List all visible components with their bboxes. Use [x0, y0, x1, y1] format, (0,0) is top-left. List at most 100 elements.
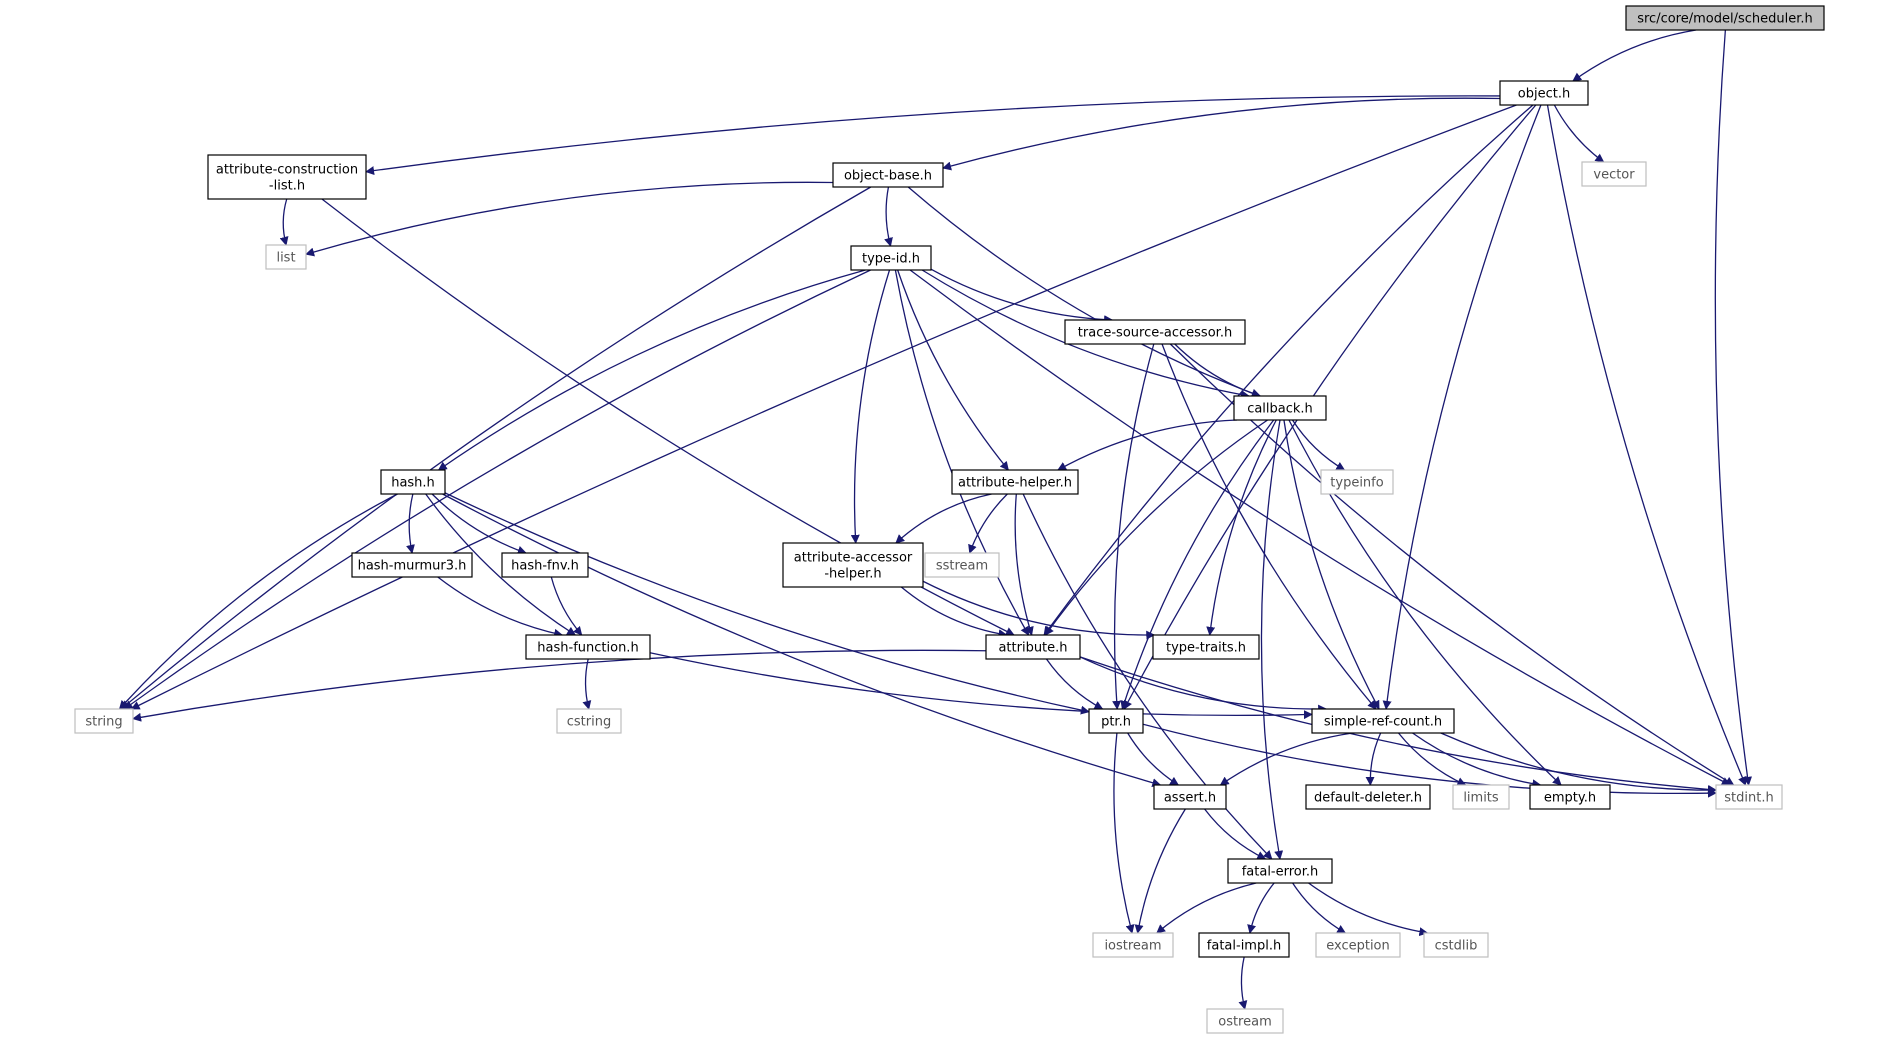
- edge-fnv-to-hashfn: [550, 576, 583, 636]
- node-box: [1715, 784, 1783, 810]
- node-vector: vector: [1581, 161, 1647, 187]
- edge-attracc-to-typetraits: [922, 580, 1156, 640]
- node-box: [1088, 708, 1144, 734]
- node-attrhelper[interactable]: attribute-helper.h: [951, 469, 1079, 495]
- node-typeid[interactable]: type-id.h: [850, 245, 932, 271]
- edge-typeid-to-hash: [437, 269, 866, 471]
- node-box: [951, 469, 1079, 495]
- node-label: string: [85, 715, 122, 730]
- node-fnv[interactable]: hash-fnv.h: [501, 552, 589, 578]
- node-hashfn[interactable]: hash-function.h: [525, 634, 651, 660]
- edge-object-to-attrcons: [365, 95, 1501, 176]
- node-attribute[interactable]: attribute.h: [985, 634, 1081, 660]
- node-sstream: sstream: [924, 552, 1000, 578]
- node-assert[interactable]: assert.h: [1153, 784, 1227, 810]
- node-scheduler[interactable]: src/core/model/scheduler.h: [1625, 5, 1825, 31]
- edge-scheduler-to-object: [1572, 29, 1697, 82]
- node-box: [1092, 932, 1174, 958]
- node-label: type-id.h: [862, 252, 920, 267]
- node-label: hash-murmur3.h: [358, 559, 467, 574]
- node-ptr[interactable]: ptr.h: [1088, 708, 1144, 734]
- node-box: [380, 469, 446, 495]
- edge-hashfn-to-srefcount: [649, 652, 1313, 720]
- edge-typeid-to-string: [123, 269, 871, 710]
- edge-object-to-attribute: [1043, 104, 1534, 636]
- node-callback[interactable]: callback.h: [1233, 395, 1327, 421]
- node-label: src/core/model/scheduler.h: [1637, 12, 1813, 27]
- node-box: [1233, 395, 1327, 421]
- node-label: ostream: [1218, 1015, 1272, 1030]
- node-attracc[interactable]: attribute-accessor-helper.h: [782, 542, 924, 588]
- node-box: [265, 244, 307, 270]
- node-exception: exception: [1315, 932, 1401, 958]
- edge-murmur-to-hashfn: [437, 576, 564, 638]
- node-label: iostream: [1104, 939, 1161, 954]
- node-hash[interactable]: hash.h: [380, 469, 446, 495]
- node-string: string: [74, 708, 134, 734]
- node-box: [74, 708, 134, 734]
- node-box: [1305, 784, 1431, 810]
- node-label: stdint.h: [1724, 791, 1773, 806]
- edge-objbase-to-callback: [907, 186, 1261, 398]
- node-box: [850, 245, 932, 271]
- edge-fatalerror-to-iostream: [1156, 882, 1257, 934]
- edge-object-to-vector: [1553, 104, 1605, 163]
- edge-object-to-ptr: [1123, 104, 1537, 710]
- edge-callback-to-typeinfo: [1291, 419, 1346, 471]
- node-murmur[interactable]: hash-murmur3.h: [351, 552, 473, 578]
- node-label: trace-source-accessor.h: [1078, 326, 1232, 341]
- edge-typeid-to-stdint: [909, 269, 1731, 786]
- node-empty[interactable]: empty.h: [1529, 784, 1611, 810]
- node-label: hash-fnv.h: [511, 559, 579, 574]
- node-label: hash-function.h: [537, 641, 638, 656]
- node-box: [1152, 634, 1260, 660]
- edge-callback-to-fatalerror: [1260, 419, 1284, 860]
- node-box: [1153, 784, 1227, 810]
- edge-ptr-to-iostream: [1113, 732, 1135, 934]
- edge-object-to-stdint: [1546, 104, 1747, 786]
- edge-typeid-to-attracc: [850, 269, 891, 544]
- edge-scheduler-to-stdint: [1714, 29, 1752, 786]
- node-box: [525, 634, 651, 660]
- node-box: [1311, 708, 1455, 734]
- node-srefcount[interactable]: simple-ref-count.h: [1311, 708, 1455, 734]
- edge-tsa-to-ptr: [1112, 343, 1155, 710]
- edge-srefcount-to-assert: [1219, 732, 1353, 786]
- edge-object-to-string: [130, 104, 1517, 710]
- node-fatalimpl[interactable]: fatal-impl.h: [1198, 932, 1290, 958]
- edge-tsa-to-srefcount: [1161, 343, 1377, 710]
- node-defdel[interactable]: default-deleter.h: [1305, 784, 1431, 810]
- node-limits: limits: [1452, 784, 1510, 810]
- node-box: [1206, 1008, 1284, 1034]
- edge-callback-to-attribute: [1044, 419, 1268, 636]
- node-box: [1423, 932, 1489, 958]
- edge-callback-to-ptr: [1120, 419, 1275, 710]
- edge-ptr-to-stdint: [1142, 723, 1717, 798]
- edge-fatalimpl-to-ostream: [1238, 956, 1248, 1010]
- edge-objbase-to-list: [305, 181, 834, 257]
- node-box: [924, 552, 1000, 578]
- node-fatalerror[interactable]: fatal-error.h: [1227, 858, 1333, 884]
- node-typeinfo: typeinfo: [1320, 469, 1394, 495]
- node-label: hash.h: [391, 476, 435, 491]
- edge-attribute-to-stdint: [1079, 656, 1717, 794]
- node-object[interactable]: object.h: [1499, 80, 1589, 106]
- node-box: [1452, 784, 1510, 810]
- edge-assert-to-fatalerror: [1204, 808, 1267, 860]
- node-box: [556, 708, 622, 734]
- edge-hash-to-fnv: [431, 493, 527, 555]
- node-label: object-base.h: [844, 169, 932, 184]
- node-tsa[interactable]: trace-source-accessor.h: [1064, 319, 1246, 345]
- node-box: [985, 634, 1081, 660]
- node-label: cstdlib: [1435, 939, 1478, 954]
- node-label: list: [276, 251, 295, 266]
- node-box: [1320, 469, 1394, 495]
- node-attrcons[interactable]: attribute-construction-list.h: [207, 154, 367, 200]
- node-label: limits: [1463, 791, 1499, 806]
- node-objbase[interactable]: object-base.h: [832, 162, 944, 188]
- edge-typeid-to-attribute: [894, 269, 1030, 636]
- edge-hash-to-ptr: [444, 492, 1090, 715]
- node-typetraits[interactable]: type-traits.h: [1152, 634, 1260, 660]
- node-iostream: iostream: [1092, 932, 1174, 958]
